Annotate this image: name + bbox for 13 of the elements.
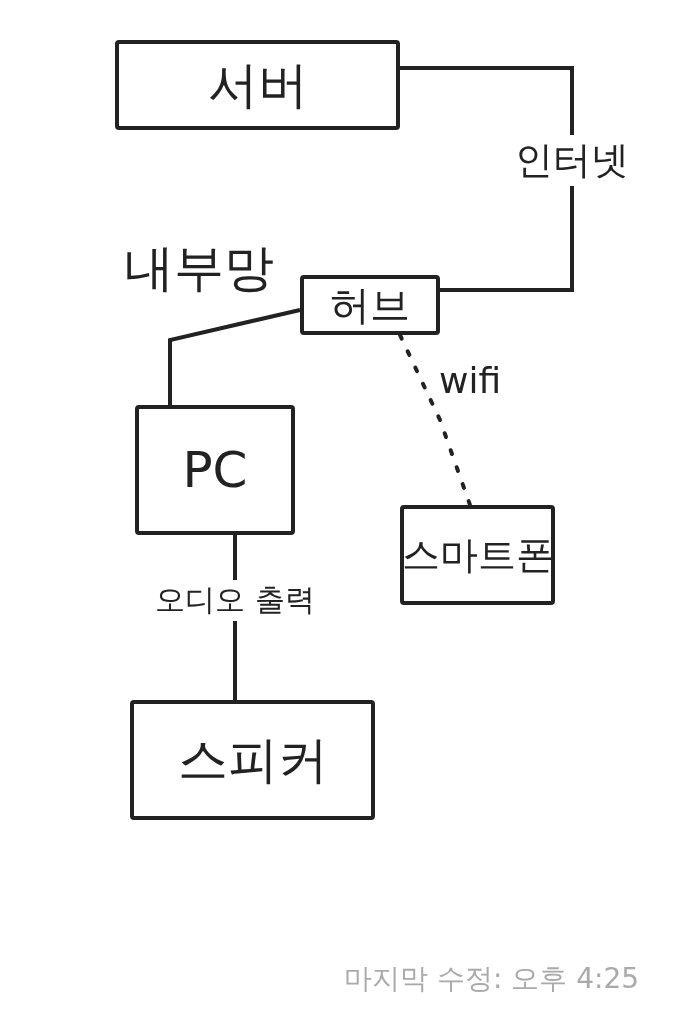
box-label: PC xyxy=(182,441,248,499)
connector-line xyxy=(168,308,301,405)
box-label: 서버 xyxy=(207,54,308,116)
device-box xyxy=(135,405,295,535)
device-box xyxy=(300,275,440,335)
dashed-line xyxy=(398,333,472,507)
box-label: 스피커 xyxy=(177,729,328,791)
box-label: 스마트폰 xyxy=(401,531,554,579)
box-label: 허브 xyxy=(330,280,410,330)
device-box xyxy=(130,700,375,820)
device-box xyxy=(115,40,400,130)
device-box xyxy=(400,505,555,605)
connector-line xyxy=(400,66,574,292)
